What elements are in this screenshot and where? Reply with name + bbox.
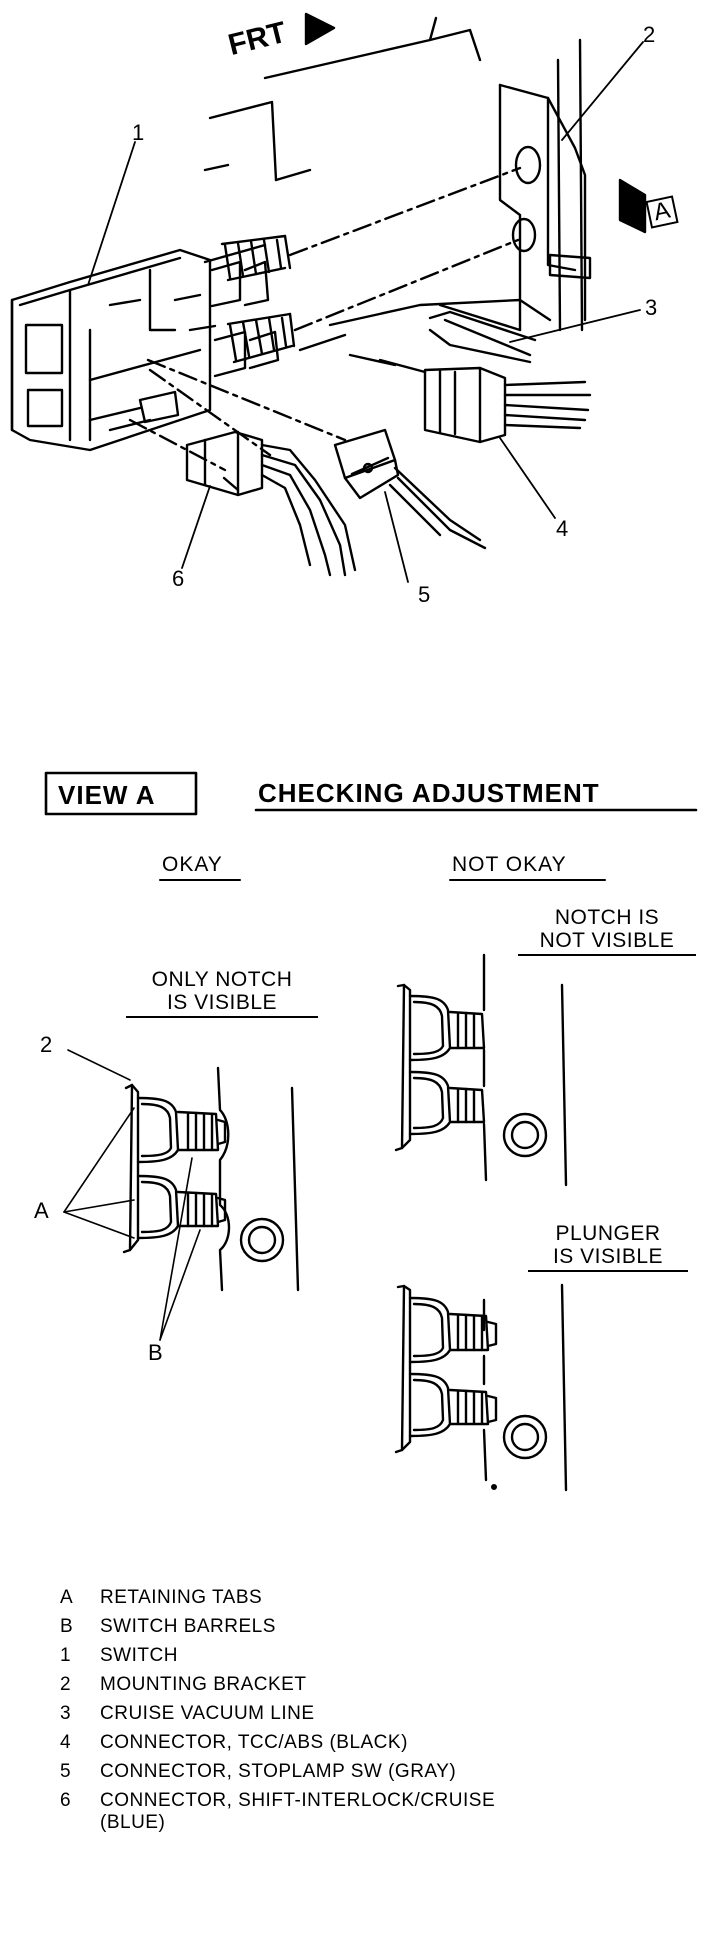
okay-heading: OKAY bbox=[162, 853, 223, 876]
alignment-centerlines bbox=[128, 166, 522, 472]
legend-text: CONNECTOR, STOPLAMP SW (GRAY) bbox=[100, 1761, 457, 1782]
upper-plunger-drawing bbox=[220, 234, 292, 282]
callout-6-label: 6 bbox=[172, 566, 185, 591]
legend-item: A RETAINING TABS bbox=[60, 1583, 700, 1612]
legend-key: 4 bbox=[60, 1732, 72, 1753]
legend-item: 2 MOUNTING BRACKET bbox=[60, 1670, 700, 1699]
connector-4-drawing bbox=[348, 353, 592, 444]
legend-text: CONNECTOR, TCC/ABS (BLACK) bbox=[100, 1732, 408, 1753]
legend-item: 4 CONNECTOR, TCC/ABS (BLACK) bbox=[60, 1728, 700, 1757]
okay-leader-lines bbox=[63, 1049, 201, 1341]
legend-key: A bbox=[60, 1587, 74, 1608]
view-a-callout-2-label: 2 bbox=[40, 1032, 53, 1057]
legend-item: 1 SWITCH bbox=[60, 1641, 700, 1670]
connector-6-drawing bbox=[185, 430, 357, 577]
legend-key: 1 bbox=[60, 1645, 72, 1666]
switch-drawing bbox=[10, 243, 280, 452]
plunger-visible-drawing bbox=[394, 1283, 568, 1492]
view-a-callout-a-label: A bbox=[34, 1198, 49, 1223]
callout-2-label: 2 bbox=[643, 22, 656, 47]
okay-caption: ONLY NOTCH IS VISIBLE bbox=[126, 968, 318, 1018]
legend-key: 3 bbox=[60, 1703, 72, 1724]
view-a-arrow-drawing bbox=[618, 178, 647, 234]
checking-adjustment-title: CHECKING ADJUSTMENT bbox=[258, 778, 600, 808]
legend-key: B bbox=[60, 1616, 74, 1637]
legend-item: 6 CONNECTOR, SHIFT-INTERLOCK/CRUISE (BLU… bbox=[60, 1786, 700, 1834]
vacuum-line-drawing bbox=[298, 298, 552, 364]
notch-not-visible-drawing bbox=[394, 953, 568, 1187]
mounting-bracket-drawing bbox=[498, 38, 592, 332]
frt-arrow-drawing bbox=[304, 12, 336, 46]
okay-example-drawing bbox=[122, 1066, 300, 1292]
legend-text: MOUNTING BRACKET bbox=[100, 1674, 307, 1695]
view-a-label-box bbox=[44, 771, 198, 816]
legend-text: RETAINING TABS bbox=[100, 1587, 263, 1608]
upper-leader-lines bbox=[87, 41, 644, 583]
legend-text: SWITCH bbox=[100, 1645, 178, 1666]
legend-text: SWITCH BARRELS bbox=[100, 1616, 276, 1637]
view-a-arrow-label: A bbox=[645, 195, 679, 229]
legend-item: 5 CONNECTOR, STOPLAMP SW (GRAY) bbox=[60, 1757, 700, 1786]
callout-3-label: 3 bbox=[645, 295, 658, 320]
view-a-callout-b-label: B bbox=[148, 1340, 163, 1365]
plunger-visible-caption: PLUNGER IS VISIBLE bbox=[528, 1222, 688, 1272]
legend-key: 2 bbox=[60, 1674, 72, 1695]
notch-not-visible-caption: NOTCH IS NOT VISIBLE bbox=[518, 906, 696, 956]
callout-1-label: 1 bbox=[132, 120, 145, 145]
view-a-label: VIEW A bbox=[58, 780, 156, 810]
callout-5-label: 5 bbox=[418, 582, 431, 607]
legend-item: 3 CRUISE VACUUM LINE bbox=[60, 1699, 700, 1728]
callout-4-label: 4 bbox=[556, 516, 569, 541]
legend-item: B SWITCH BARRELS bbox=[60, 1612, 700, 1641]
pedal-arm-outline bbox=[203, 16, 482, 182]
legend-key: 5 bbox=[60, 1761, 72, 1782]
legend: A RETAINING TABS B SWITCH BARRELS 1 SWIT… bbox=[60, 1583, 700, 1834]
connector-5-drawing bbox=[333, 428, 487, 550]
legend-text: CONNECTOR, SHIFT-INTERLOCK/CRUISE (BLUE) bbox=[100, 1790, 496, 1833]
not-okay-heading: NOT OKAY bbox=[452, 853, 567, 876]
legend-key: 6 bbox=[60, 1790, 72, 1811]
legend-text: CRUISE VACUUM LINE bbox=[100, 1703, 315, 1724]
lower-plunger-drawing bbox=[226, 312, 296, 364]
